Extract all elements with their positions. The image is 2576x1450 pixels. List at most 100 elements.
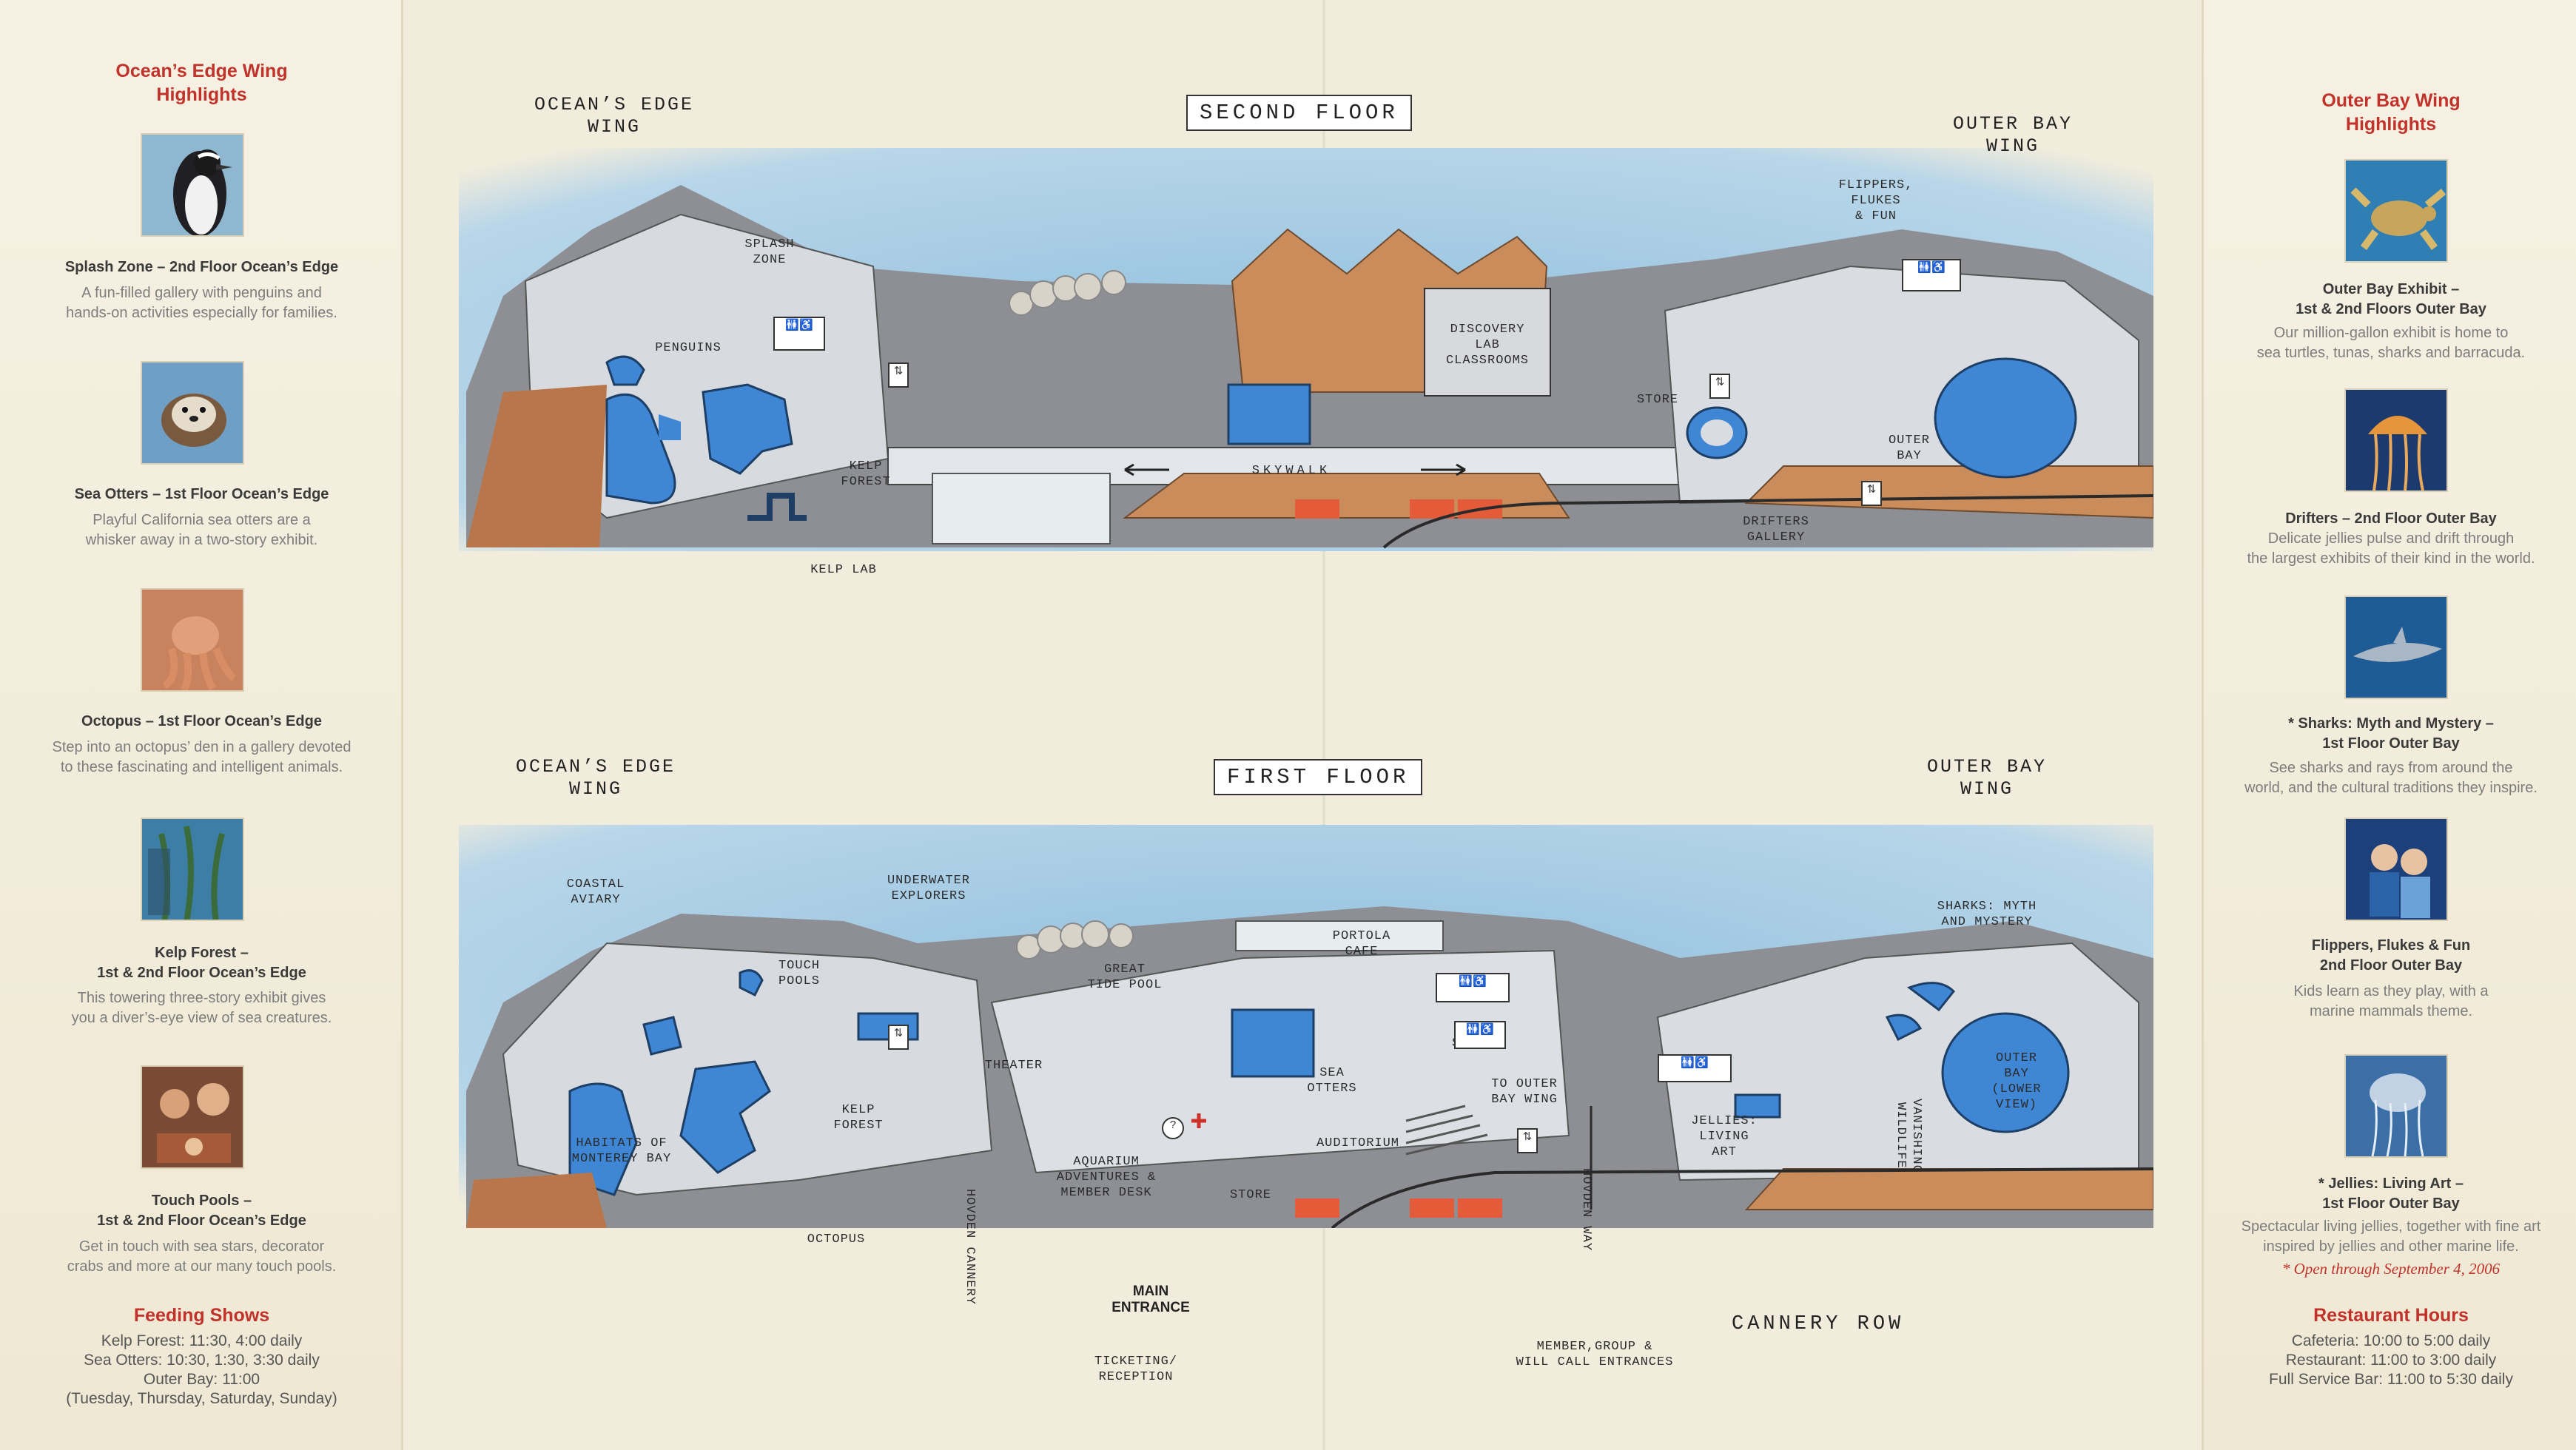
flippers-label: FLIPPERS, FLUKES & FUN <box>1832 178 1920 224</box>
sharks-myth-mystery-label: SHARKS: MYTH AND MYSTERY <box>1924 899 2050 930</box>
penguins-label: PENGUINS <box>655 341 722 355</box>
label-line: POOLS <box>778 974 820 988</box>
outer-bay-lower-view-label: OUTER BAY (LOWER VIEW) <box>1968 1051 2065 1113</box>
label-line: AND MYSTERY <box>1941 915 2033 929</box>
hours-line: Cafeteria: 10:00 to 5:00 daily <box>2291 1332 2491 1349</box>
jellyfish-photo-icon <box>2344 388 2448 492</box>
label-line: AVIARY <box>571 893 621 907</box>
aquarium-adventures-label: AQUARIUM ADVENTURES & MEMBER DESK <box>1043 1154 1169 1201</box>
heading-line: Flippers, Flukes & Fun <box>2311 937 2471 954</box>
label-line: FLUKES <box>1851 194 1901 208</box>
restaurant-hours-list: Cafeteria: 10:00 to 5:00 daily Restauran… <box>2204 1332 2576 1389</box>
label-line: ADVENTURES & <box>1056 1170 1157 1184</box>
second-floor-illustration <box>459 148 2154 551</box>
kelp-forest-photo-icon <box>141 817 244 921</box>
highlight-description: This towering three-story exhibit gives … <box>0 988 403 1028</box>
label-line: FOREST <box>833 1119 884 1133</box>
highlight-description: Get in touch with sea stars, decorator c… <box>0 1237 403 1277</box>
desc-line: Kids learn as they play, with a <box>2293 983 2489 999</box>
restroom-icon: 🚻♿ <box>1454 1021 1506 1049</box>
second-floor-map: SECOND FLOOR OCEAN’S EDGE WING OUTER BAY… <box>459 94 2154 577</box>
desc-line: inspired by jellies and other marine lif… <box>2263 1238 2519 1255</box>
left-title-line1: Ocean’s Edge Wing <box>115 61 288 81</box>
highlight-heading: Splash Zone – 2nd Floor Ocean’s Edge <box>64 259 339 275</box>
kelp-forest-label: KELP FOREST <box>836 459 895 490</box>
label-line: SHARKS: MYTH <box>1937 900 2037 914</box>
jellies-art-photo-icon <box>2344 1054 2448 1158</box>
label-line: MEMBER DESK <box>1060 1186 1152 1200</box>
desc-line: to these fascinating and intelligent ani… <box>60 759 343 775</box>
label-line: ENTRANCE <box>1112 1300 1190 1315</box>
kelp-forest-label: KELP FOREST <box>829 1102 888 1133</box>
heading-line: 1st & 2nd Floor Ocean’s Edge <box>97 965 306 981</box>
label-line: ZONE <box>753 253 787 267</box>
desc-line: A fun-filled gallery with penguins and <box>81 285 322 301</box>
desc-line: world, and the cultural traditions they … <box>2244 780 2538 796</box>
desc-line: Get in touch with sea stars, decorator <box>78 1238 325 1255</box>
label-line: DRIFTERS <box>1743 515 1809 529</box>
second-floor-title: SECOND FLOOR <box>1186 95 1412 131</box>
highlight-heading: Octopus – 1st Floor Ocean’s Edge <box>81 713 322 729</box>
heading-line: 1st Floor Outer Bay <box>2322 735 2460 752</box>
hours-line: Restaurant: 11:00 to 3:00 daily <box>2285 1352 2497 1369</box>
schedule-line: Outer Bay: 11:00 <box>143 1371 260 1388</box>
label-line: COASTAL <box>566 877 625 891</box>
outer-bay-label: OUTER BAY <box>1880 433 1939 464</box>
label-line: LAB <box>1475 338 1500 352</box>
restaurant-hours-title: Restaurant Hours <box>2313 1305 2469 1326</box>
desc-line: you a diver’s-eye view of sea creatures. <box>71 1010 332 1026</box>
wing-line: WING <box>568 778 622 800</box>
highlight-description: Delicate jellies pulse and drift through… <box>2204 529 2576 569</box>
discovery-lab-label: DISCOVERY LAB CLASSROOMS <box>1428 322 1547 368</box>
hours-line: Full Service Bar: 11:00 to 5:30 daily <box>2269 1371 2513 1388</box>
highlight-heading: Drifters – 2nd Floor Outer Bay <box>2285 510 2497 527</box>
oceans-edge-wing-label: OCEAN’S EDGE WING <box>503 756 688 800</box>
first-floor-map: FIRST FLOOR OCEAN’S EDGE WING OUTER BAY … <box>459 756 2154 1384</box>
label-line: OUTER <box>1888 434 1930 448</box>
highlight-description: See sharks and rays from around the worl… <box>2204 758 2576 798</box>
label-line: KELP <box>841 1103 875 1117</box>
wing-line: WING <box>1985 135 2039 157</box>
label-line: CLASSROOMS <box>1445 354 1530 368</box>
elevator-icon: ⇅ <box>888 1025 909 1050</box>
desc-line: See sharks and rays from around the <box>2269 760 2513 776</box>
label-line: MONTEREY BAY <box>571 1152 672 1166</box>
label-line: SPLASH <box>744 237 795 252</box>
right-highlights-panel: Outer Bay Wing Highlights Outer Bay Exhi… <box>2202 0 2576 1450</box>
sea-otter-photo-icon <box>141 361 244 465</box>
desc-line: Playful California sea otters are a <box>93 512 311 528</box>
heading-line: 1st Floor Outer Bay <box>2322 1196 2460 1212</box>
first-floor-illustration <box>459 825 2154 1230</box>
schedule-line: Kelp Forest: 11:30, 4:00 daily <box>101 1332 303 1349</box>
heading-line: * Sharks: Myth and Mystery – <box>2288 715 2494 732</box>
label-line: DISCOVERY <box>1450 323 1525 337</box>
octopus-label: OCTOPUS <box>807 1232 866 1247</box>
vanishing-wildlife-label: VANISHING WILDLIFE <box>1894 1098 1923 1173</box>
desc-line: Our million-gallon exhibit is home to <box>2273 325 2509 341</box>
cannery-row-label: CANNERY ROW <box>1732 1313 1905 1335</box>
wing-line: WING <box>587 116 641 138</box>
feeding-shows-title: Feeding Shows <box>133 1305 270 1326</box>
information-icon: ? <box>1162 1117 1184 1139</box>
kelp-lab-label: KELP LAB <box>810 563 877 577</box>
hovden-way-label: HOVDEN WAY <box>1579 1167 1593 1252</box>
highlight-heading: * Sharks: Myth and Mystery – 1st Floor O… <box>2204 714 2576 754</box>
feeding-shows-schedule: Kelp Forest: 11:30, 4:00 daily Sea Otter… <box>0 1332 403 1409</box>
first-floor-title: FIRST FLOOR <box>1214 759 1423 795</box>
elevator-icon: ⇅ <box>1861 481 1882 506</box>
elevator-icon: ⇅ <box>1517 1128 1538 1153</box>
label-line: OUTER <box>1995 1051 2037 1065</box>
wing-line: WING <box>1960 778 2014 800</box>
label-line: OTTERS <box>1307 1082 1357 1096</box>
label-line: TICKETING/ <box>1094 1355 1178 1369</box>
highlight-heading: Flippers, Flukes & Fun 2nd Floor Outer B… <box>2204 936 2576 976</box>
sea-turtle-photo-icon <box>2344 159 2448 263</box>
elevator-icon: ⇅ <box>1709 374 1730 399</box>
label-line: BAY <box>2004 1067 2029 1081</box>
desc-line: hands-on activities especially for famil… <box>66 305 337 321</box>
coastal-aviary-label: COASTAL AVIARY <box>559 877 633 908</box>
penguin-photo-icon <box>141 133 244 237</box>
desc-line: Step into an octopus’ den in a gallery d… <box>52 739 352 755</box>
left-panel-title: Ocean’s Edge Wing Highlights <box>0 59 403 107</box>
schedule-line: (Tuesday, Thursday, Saturday, Sunday) <box>66 1390 337 1407</box>
